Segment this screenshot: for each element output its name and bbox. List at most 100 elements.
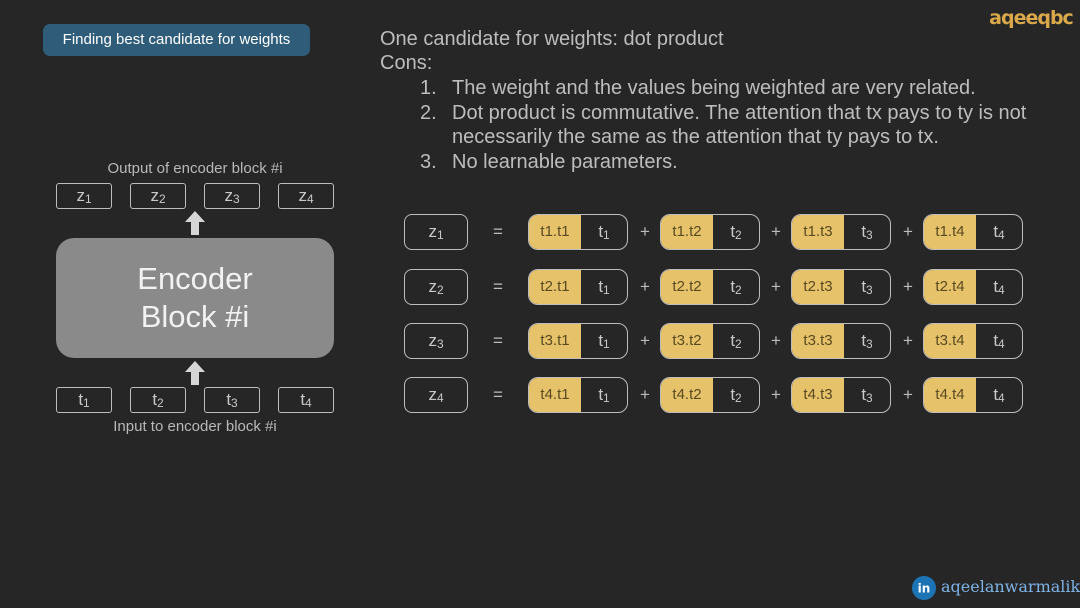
plus-sign: + <box>771 385 781 404</box>
output-token-z1: z1 <box>56 183 112 209</box>
input-token-t3: t3 <box>204 387 260 413</box>
token-value: t3 <box>861 331 873 351</box>
token-value: t3 <box>861 385 873 405</box>
encoder-block-line1: Encoder <box>137 261 253 296</box>
cons-item-text: The weight and the values being weighted… <box>452 77 976 99</box>
linkedin-icon[interactable]: in <box>912 576 936 600</box>
weighted-term: t3.t1 t1 <box>528 323 628 359</box>
output-token-z4: z4 <box>278 183 334 209</box>
z-cell: z3 <box>404 323 468 359</box>
cons-item-number: 1. <box>420 77 437 99</box>
dot-product-weight: t3.t3 <box>792 324 844 358</box>
plus-sign: + <box>640 277 650 296</box>
equation-row-z3: z3 = t3.t1 t1 + t3.t2 t2 + t3.t3 t3 + t3.t4… <box>404 323 1044 359</box>
weighted-term: t4.t2 t2 <box>660 377 760 413</box>
output-token-z2: z2 <box>130 183 186 209</box>
equals-sign: = <box>493 277 503 296</box>
title-badge: Finding best candidate for weights <box>43 24 310 56</box>
equation-row-z2: z2 = t2.t1 t1 + t2.t2 t2 + t2.t3 t3 + t2.t4… <box>404 269 1044 305</box>
z-cell: z4 <box>404 377 468 413</box>
token-value: t2 <box>730 277 742 297</box>
dot-product-weight: t1.t3 <box>792 215 844 249</box>
cons-item-text: No learnable parameters. <box>452 150 678 173</box>
cons-item: 3. No learnable parameters. <box>420 150 1060 175</box>
cons-item: 2. Dot product is commutative. The attent… <box>420 101 1060 150</box>
dot-product-weight: t3.t4 <box>924 324 976 358</box>
cons-item-number: 2. <box>420 101 437 124</box>
token-value: t1 <box>598 385 610 405</box>
token-value: t3 <box>861 277 873 297</box>
token-value: t2 <box>730 385 742 405</box>
dot-product-weight: t3.t1 <box>529 324 581 358</box>
plus-sign: + <box>771 222 781 241</box>
weighted-term: t2.t1 t1 <box>528 269 628 305</box>
token-value: t4 <box>993 277 1005 297</box>
encoder-block-line2: Block #i <box>140 299 250 334</box>
dot-product-weight: t2.t2 <box>661 270 713 304</box>
weighted-term: t3.t2 t2 <box>660 323 760 359</box>
svg-text:in: in <box>918 582 931 596</box>
weighted-term: t3.t3 t3 <box>791 323 891 359</box>
cons-item: 1. The weight and the values being weight… <box>420 76 1060 101</box>
weighted-term: t2.t3 t3 <box>791 269 891 305</box>
token-value: t4 <box>993 222 1005 242</box>
plus-sign: + <box>903 222 913 241</box>
dot-product-weight: t3.t2 <box>661 324 713 358</box>
cons-label: Cons: <box>380 52 433 74</box>
token-value: t2 <box>730 331 742 351</box>
token-value: t1 <box>598 277 610 297</box>
weighted-term: t2.t2 t2 <box>660 269 760 305</box>
equals-sign: = <box>493 331 503 350</box>
brand-logo: aqeeqbc <box>989 7 1074 29</box>
equals-sign: = <box>493 222 503 241</box>
arrow-up-icon <box>185 361 205 385</box>
dot-product-weight: t1.t1 <box>529 215 581 249</box>
dot-product-weight: t1.t4 <box>924 215 976 249</box>
plus-sign: + <box>903 385 913 404</box>
plus-sign: + <box>903 277 913 296</box>
token-value: t1 <box>598 222 610 242</box>
token-value: t4 <box>993 385 1005 405</box>
dot-product-weight: t4.t4 <box>924 378 976 412</box>
equation-row-z4: z4 = t4.t1 t1 + t4.t2 t2 + t4.t3 t3 + t4.t4… <box>404 377 1044 413</box>
input-token-t4: t4 <box>278 387 334 413</box>
input-token-t2: t2 <box>130 387 186 413</box>
cons-item-text: Dot product is commutative. The attentio… <box>452 101 1027 149</box>
dot-product-weight: t4.t1 <box>529 378 581 412</box>
dot-product-weight: t2.t4 <box>924 270 976 304</box>
weighted-term: t1.t4 t4 <box>923 214 1023 250</box>
z-cell: z2 <box>404 269 468 305</box>
weighted-term: t4.t3 t3 <box>791 377 891 413</box>
cons-item-number: 3. <box>420 150 437 173</box>
input-token-t1: t1 <box>56 387 112 413</box>
dot-product-weight: t1.t2 <box>661 215 713 249</box>
dot-product-weight: t2.t1 <box>529 270 581 304</box>
token-value: t4 <box>993 331 1005 351</box>
plus-sign: + <box>640 331 650 350</box>
dot-product-weight: t2.t3 <box>792 270 844 304</box>
token-value: t1 <box>598 331 610 351</box>
dot-product-weight: t4.t3 <box>792 378 844 412</box>
dot-product-weight: t4.t2 <box>661 378 713 412</box>
cons-list: 1. The weight and the values being weight… <box>420 76 1060 174</box>
output-caption: Output of encoder block #i <box>107 160 283 177</box>
plus-sign: + <box>903 331 913 350</box>
z-cell: z1 <box>404 214 468 250</box>
equation-row-z1: z1 = t1.t1 t1 + t1.t2 t2 + t1.t3 t3 + t1.t4… <box>404 214 1044 250</box>
token-value: t2 <box>730 222 742 242</box>
plus-sign: + <box>640 222 650 241</box>
arrow-up-icon <box>185 211 205 235</box>
token-value: t3 <box>861 222 873 242</box>
input-caption: Input to encoder block #i <box>113 418 277 435</box>
plus-sign: + <box>771 277 781 296</box>
weighted-term: t4.t4 t4 <box>923 377 1023 413</box>
weighted-term: t2.t4 t4 <box>923 269 1023 305</box>
equals-sign: = <box>493 385 503 404</box>
weighted-term: t1.t2 t2 <box>660 214 760 250</box>
linkedin-handle-link[interactable]: aqeelanwarmalik <box>941 577 1080 596</box>
slide-headline: One candidate for weights: dot product <box>380 28 724 50</box>
plus-sign: + <box>640 385 650 404</box>
weighted-term: t3.t4 t4 <box>923 323 1023 359</box>
plus-sign: + <box>771 331 781 350</box>
output-token-z3: z3 <box>204 183 260 209</box>
